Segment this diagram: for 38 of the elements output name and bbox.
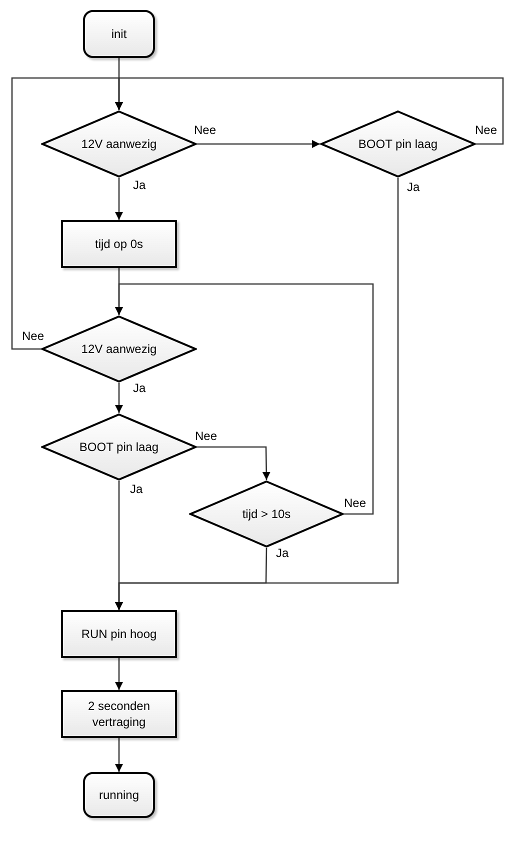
edge-label: Nee: [343, 496, 368, 510]
arrow: [115, 738, 123, 772]
node-label: init: [110, 26, 128, 42]
arrow: [115, 283, 374, 515]
arrow: [115, 178, 123, 220]
arrow: [197, 140, 320, 148]
node-label: 12V aanwezig: [80, 136, 158, 152]
node-label: BOOT pin laag: [357, 136, 439, 152]
process-box: [61, 220, 177, 268]
edge-label: Nee: [194, 429, 218, 443]
arrow: [115, 178, 399, 610]
decision-diamond: [320, 110, 476, 178]
edge-label: Ja: [406, 180, 421, 194]
node-label: 2 seconden vertraging: [86, 698, 152, 730]
terminal-box: [83, 772, 155, 818]
process-box: [61, 610, 177, 658]
edge-label: Nee: [193, 123, 218, 137]
edge-label: Ja: [132, 178, 147, 192]
edge-label: Ja: [275, 546, 290, 560]
arrow: [197, 446, 270, 480]
edge-label: Ja: [129, 482, 144, 496]
terminal-box: [83, 10, 155, 58]
decision-diamond: [41, 413, 197, 481]
node-label: BOOT pin laag: [78, 438, 160, 456]
arrow: [115, 383, 123, 413]
node-label: RUN pin hoog: [80, 626, 158, 642]
node-label: tijd op 0s: [94, 236, 144, 252]
edge-label: Nee: [474, 123, 498, 137]
edge-label: Ja: [132, 381, 147, 395]
node-label: 12V aanwezig: [80, 340, 158, 358]
edge-label: Nee: [21, 329, 46, 343]
decision-diamond: [41, 110, 197, 178]
arrow: [115, 658, 123, 690]
node-label: tijd > 10s: [241, 506, 292, 522]
arrow: [11, 77, 123, 350]
decision-diamond: [189, 480, 344, 548]
process-box: [61, 690, 177, 738]
node-label: running: [98, 786, 140, 804]
